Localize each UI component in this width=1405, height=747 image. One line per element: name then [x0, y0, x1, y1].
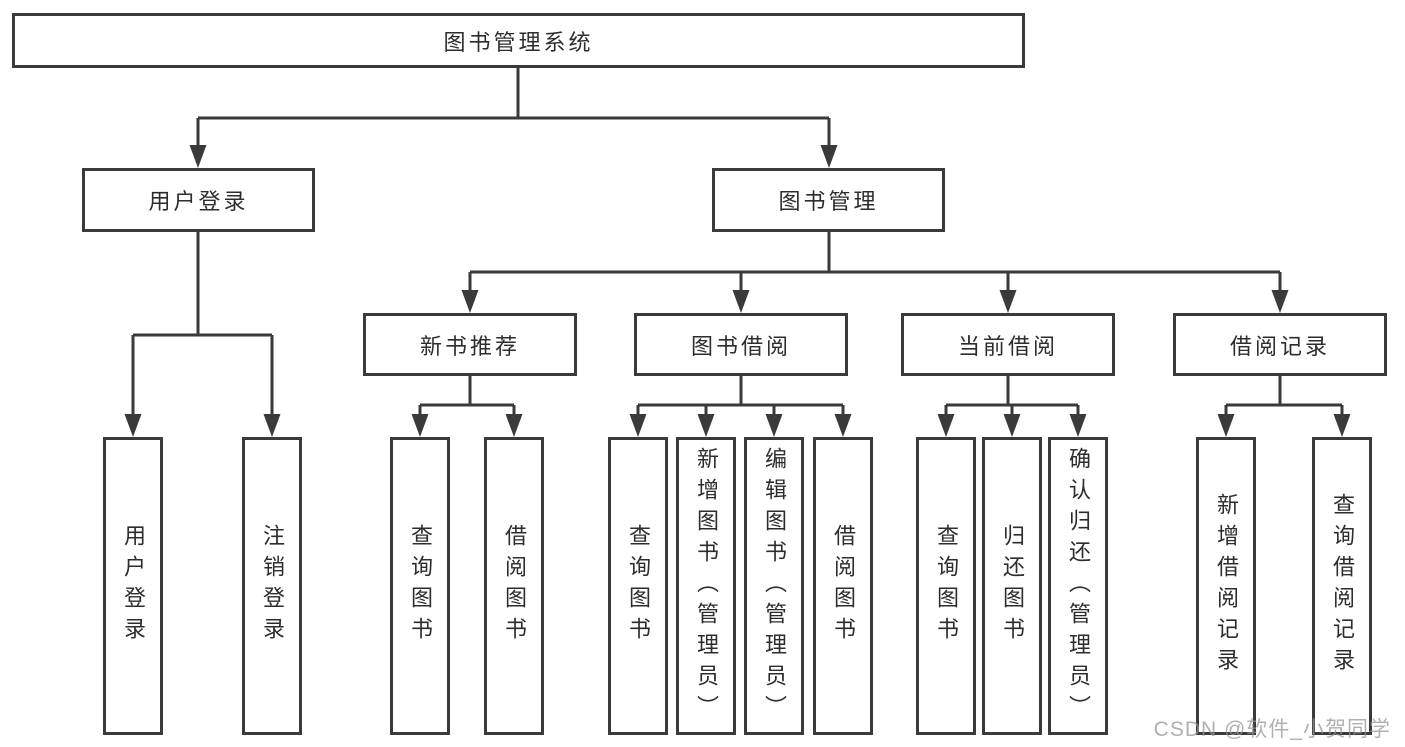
node-label: 归还图书 — [1000, 524, 1025, 648]
node-label: 确认归还（管理员） — [1066, 446, 1091, 726]
node-label: 用户登录 — [148, 189, 249, 214]
node-current-borrow: 当前借阅 — [901, 313, 1115, 376]
leaf-borrow-books: 借阅图书 — [484, 437, 544, 735]
node-label: 查询借阅记录 — [1330, 493, 1355, 679]
leaf-user-login: 用户登录 — [103, 437, 163, 735]
node-borrow-records: 借阅记录 — [1173, 313, 1387, 376]
node-label: 查询图书 — [408, 524, 433, 648]
node-book-borrow: 图书借阅 — [634, 313, 848, 376]
node-label: 图书管理系统 — [443, 29, 594, 55]
node-library-management-system: 图书管理系统 — [12, 13, 1025, 68]
leaf-add-books-admin: 新增图书（管理员） — [676, 437, 736, 735]
node-label: 借阅记录 — [1229, 333, 1330, 359]
leaf-edit-books-admin: 编辑图书（管理员） — [744, 437, 804, 735]
node-book-management: 图书管理 — [712, 168, 945, 232]
leaf-return-books: 归还图书 — [982, 437, 1042, 735]
leaf-query-books: 查询图书 — [916, 437, 976, 735]
node-label: 编辑图书（管理员） — [762, 446, 787, 726]
leaf-logout: 注销登录 — [242, 437, 302, 735]
node-label: 查询图书 — [934, 524, 959, 648]
watermark: CSDN @软件_小贺同学 — [1153, 718, 1391, 741]
node-new-book-recommend: 新书推荐 — [363, 313, 577, 376]
node-label: 借阅图书 — [831, 524, 856, 648]
node-label: 用户登录 — [121, 524, 146, 648]
node-label: 图书管理 — [778, 189, 879, 214]
node-label: 新书推荐 — [419, 333, 520, 359]
node-label: 当前借阅 — [957, 333, 1058, 359]
node-label: 借阅图书 — [502, 524, 527, 648]
node-label: 新增图书（管理员） — [694, 446, 719, 726]
node-label: 查询图书 — [626, 524, 651, 648]
leaf-query-books: 查询图书 — [390, 437, 450, 735]
node-user-login: 用户登录 — [82, 168, 315, 232]
leaf-query-books: 查询图书 — [608, 437, 668, 735]
node-label: 图书借阅 — [690, 333, 791, 359]
leaf-borrow-books: 借阅图书 — [813, 437, 873, 735]
leaf-query-borrow-record: 查询借阅记录 — [1312, 437, 1372, 735]
node-label: 新增借阅记录 — [1214, 493, 1239, 679]
leaf-add-borrow-record: 新增借阅记录 — [1196, 437, 1256, 735]
arrowheads — [124, 145, 1351, 437]
leaf-confirm-return-admin: 确认归还（管理员） — [1048, 437, 1108, 735]
node-label: 注销登录 — [260, 524, 285, 648]
